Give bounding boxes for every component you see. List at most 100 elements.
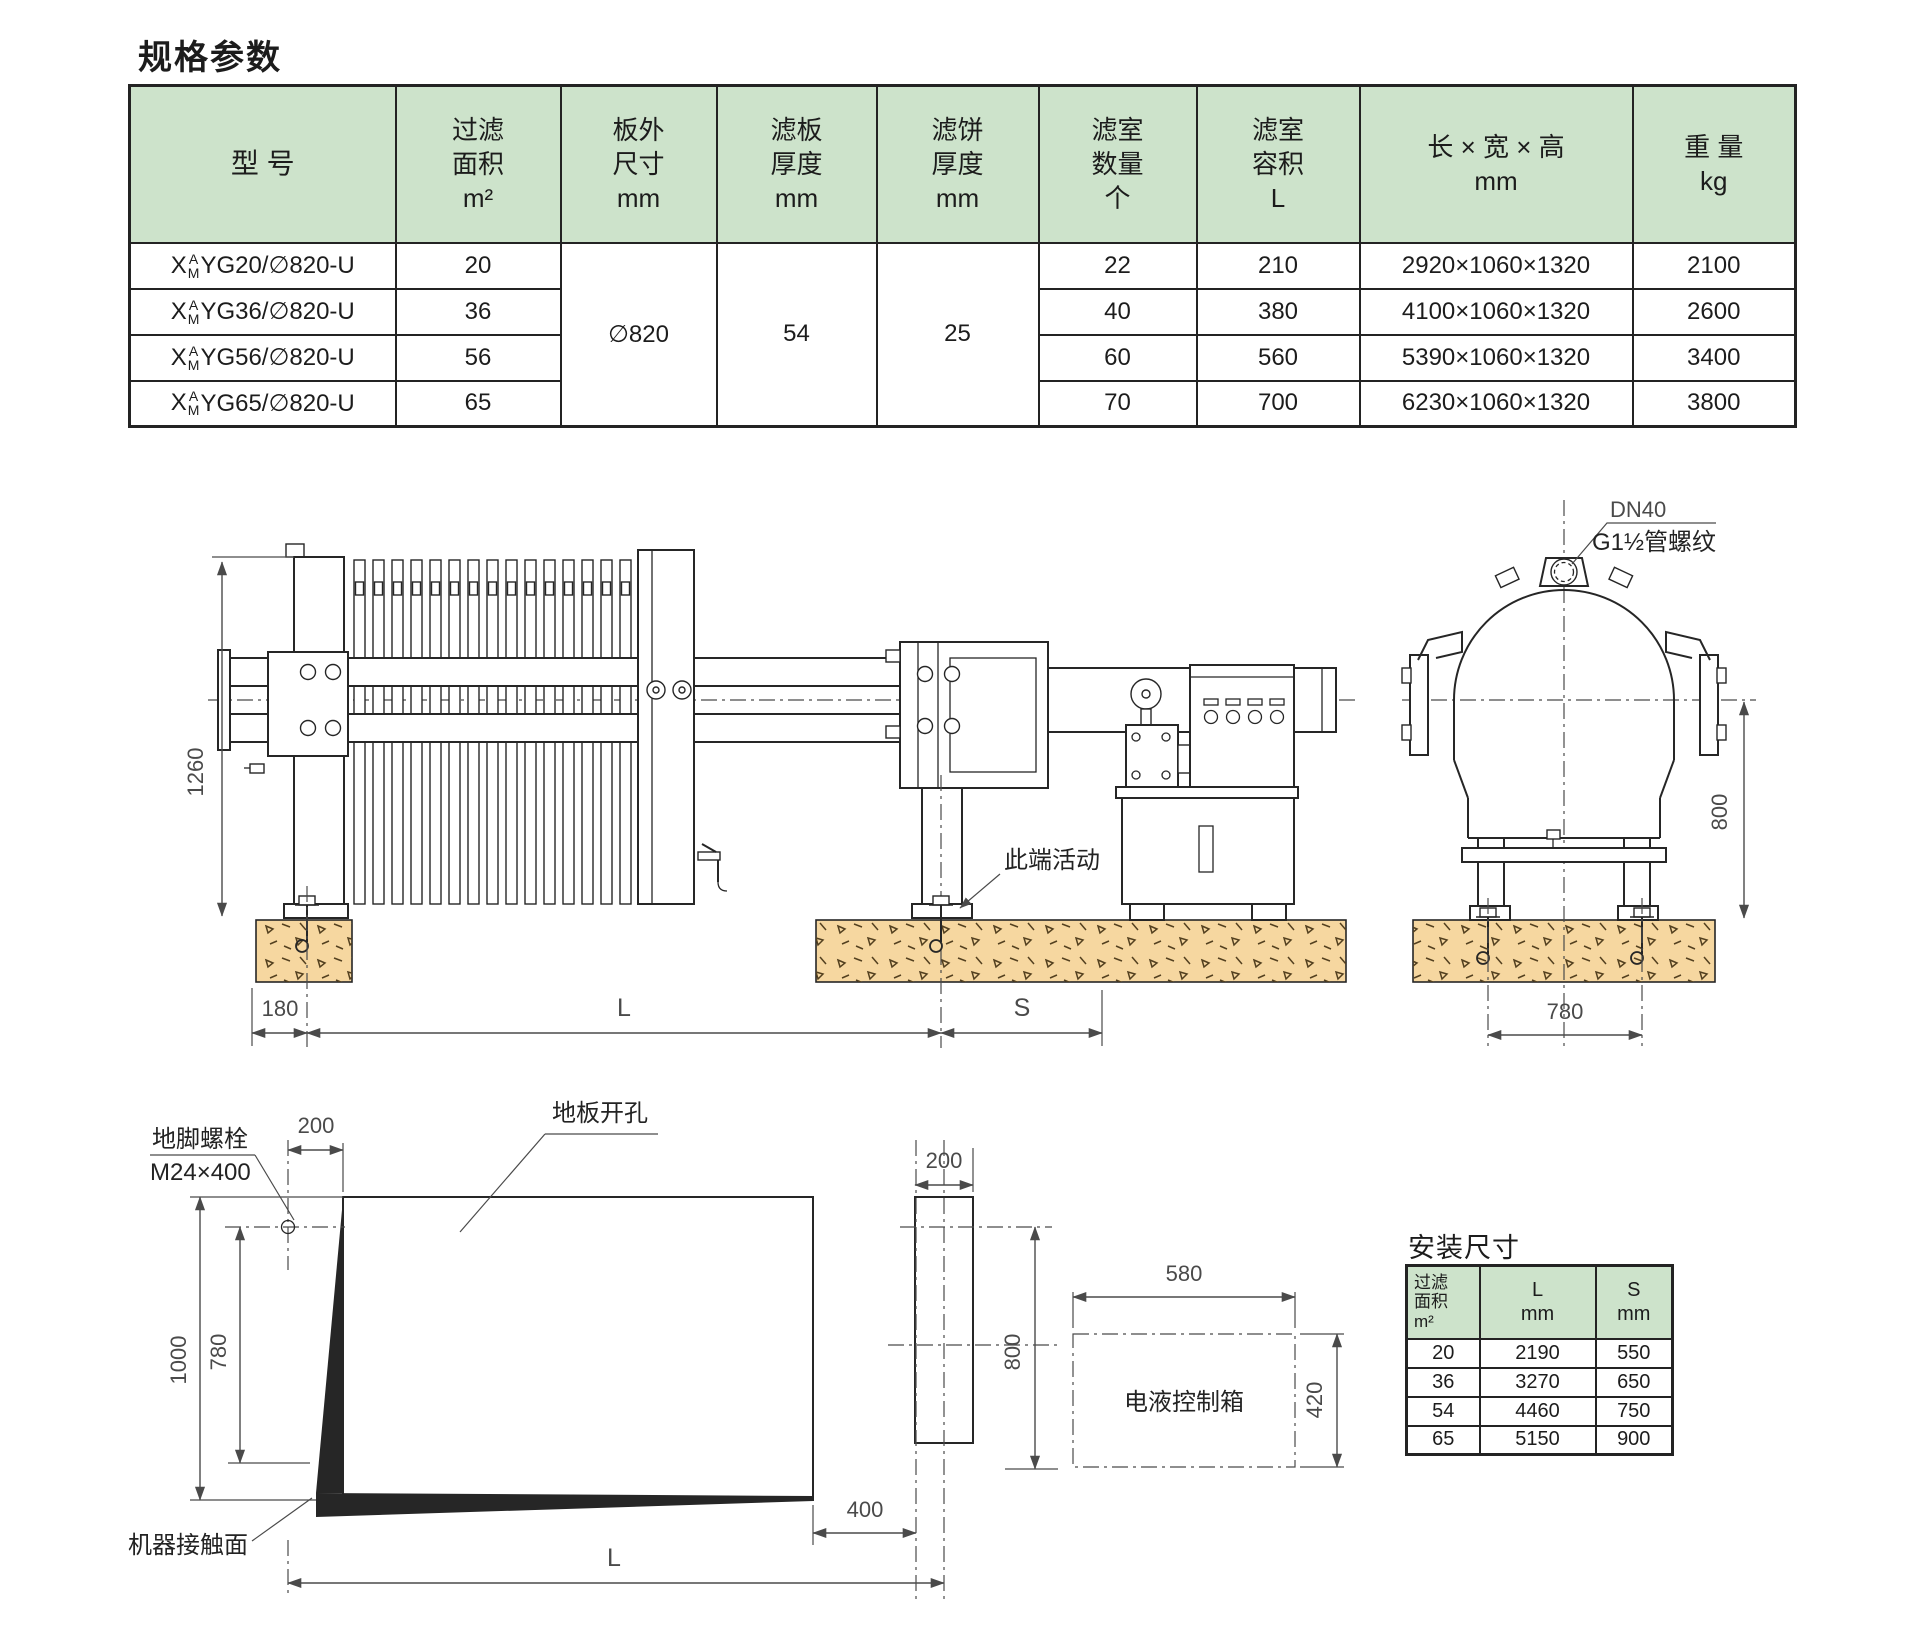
- feed-port: DN40 G1½管螺纹: [1538, 497, 1716, 587]
- dim-1260-label: 1260: [183, 748, 208, 797]
- dim-S-label: S: [1014, 994, 1031, 1022]
- dim-400-label: 400: [847, 1497, 884, 1522]
- dim-200-left-label: 200: [298, 1113, 335, 1138]
- floor-opening-callout: 地板开孔: [459, 1100, 658, 1233]
- dim-780-endview: 780: [1487, 898, 1643, 1046]
- dim-180-L-S: 180 L S: [251, 988, 1103, 1046]
- contact-surface-label: 机器接触面: [128, 1532, 248, 1559]
- contact-wedge-left: [316, 1199, 343, 1493]
- dim-L-plan: L: [287, 1544, 945, 1589]
- lwh-cell: 6230×1060×1320: [1358, 379, 1634, 428]
- chambers-cell: 22: [1037, 241, 1198, 290]
- area-cell: 36: [394, 287, 562, 336]
- dim-1260: 1260: [183, 556, 294, 917]
- dim-780-plan: 780: [206, 1226, 310, 1464]
- area-cell: 54: [1405, 1395, 1481, 1427]
- dim-180-label: 180: [262, 996, 299, 1021]
- port-thread-label: G1½管螺纹: [1592, 529, 1716, 556]
- L-cell: 5150: [1478, 1424, 1597, 1456]
- side-view-drawing: 此端活动: [183, 543, 1356, 1048]
- install-table-title: 安装尺寸: [1408, 1233, 1520, 1263]
- chambers-cell: 70: [1037, 379, 1198, 428]
- col-header-lwh: 长 × 宽 × 高 mm: [1358, 84, 1634, 244]
- L-cell: 4460: [1478, 1395, 1597, 1427]
- col-header-plate-thickness: 滤板 厚度 mm: [715, 84, 878, 244]
- page-title: 规格参数: [138, 39, 282, 77]
- drain-valve-icon: [249, 763, 265, 774]
- side-bar-beam: [217, 649, 1006, 751]
- S-cell: 900: [1594, 1424, 1674, 1456]
- plate-thickness-cell: 54: [715, 241, 878, 428]
- follower-plate: [637, 549, 728, 905]
- L-cell: 2190: [1478, 1337, 1597, 1369]
- col-header-area: 过滤 面积 m²: [394, 84, 562, 244]
- weight-cell: 2600: [1631, 287, 1797, 336]
- chambers-cell: 60: [1037, 333, 1198, 382]
- pressing-head: [885, 641, 1049, 1048]
- S-cell: 750: [1594, 1395, 1674, 1427]
- dim-400: 400: [812, 1497, 917, 1545]
- dim-1000: 1000: [166, 1196, 343, 1501]
- area-cell: 20: [1405, 1337, 1481, 1369]
- dim-800-label: 800: [1707, 794, 1732, 831]
- spec-header-row: 型 号 过滤 面积 m² 板外 尺寸 mm 滤板 厚度 mm 滤饼 厚度 mm …: [128, 84, 1797, 244]
- dim-1000-label: 1000: [166, 1336, 191, 1385]
- area-cell: 65: [394, 379, 562, 428]
- movable-end-note: 此端活动: [959, 847, 1100, 909]
- lwh-cell: 4100×1060×1320: [1358, 287, 1634, 336]
- col-header-plate-od: 板外 尺寸 mm: [559, 84, 718, 244]
- control-cabinet: [1189, 664, 1295, 788]
- volume-cell: 210: [1195, 241, 1361, 290]
- anchor-bolt-label-1: 地脚螺栓: [152, 1126, 248, 1153]
- area-cell: 20: [394, 241, 562, 290]
- side-lug-right: [1665, 630, 1727, 756]
- dim-800-plan-label: 800: [1000, 1334, 1025, 1371]
- S-cell: 550: [1594, 1337, 1674, 1369]
- col-header-L: L mm: [1478, 1264, 1597, 1340]
- control-box-label: 电液控制箱: [1124, 1389, 1244, 1416]
- col-header-area: 过滤 面积 m²: [1405, 1264, 1481, 1340]
- dim-420-label: 420: [1302, 1382, 1327, 1419]
- area-cell: 56: [394, 333, 562, 382]
- install-row: 36 3270 650: [1405, 1366, 1674, 1398]
- contact-surface-callout: 机器接触面: [128, 1497, 313, 1559]
- col-header-S: S mm: [1594, 1264, 1674, 1340]
- dim-L-plan-label: L: [607, 1544, 621, 1572]
- volume-cell: 560: [1195, 333, 1361, 382]
- control-box-rect: [1072, 1333, 1296, 1468]
- dim-800-plan: 800: [1000, 1226, 1058, 1470]
- install-row: 65 5150 900: [1405, 1424, 1674, 1456]
- weight-cell: 3800: [1631, 379, 1797, 428]
- install-header-row: 过滤 面积 m² L mm S mm: [1405, 1264, 1674, 1340]
- floor-plan-drawing: 地脚螺栓 M24×400 200 地板开孔: [128, 1100, 1344, 1600]
- chambers-cell: 40: [1037, 287, 1198, 336]
- area-cell: 65: [1405, 1424, 1481, 1456]
- floor-opening-rect: [342, 1196, 814, 1501]
- col-header-chambers: 滤室 数量 个: [1037, 84, 1198, 244]
- dim-L-label: L: [617, 994, 631, 1022]
- weight-cell: 3400: [1631, 333, 1797, 382]
- ground-foundation: [255, 919, 1716, 983]
- side-lug-left: [1401, 630, 1463, 756]
- col-header-volume: 滤室 容积 L: [1195, 84, 1361, 244]
- install-table: 过滤 面积 m² L mm S mm 20 2190 550 36 3270 6…: [1405, 1264, 1674, 1456]
- contact-wedge-bottom: [316, 1493, 813, 1517]
- col-header-weight: 重 量 kg: [1631, 84, 1797, 244]
- dim-780-plan-label: 780: [206, 1334, 231, 1371]
- end-view-drawing: DN40 G1½管螺纹 780 800: [1401, 497, 1756, 1048]
- plate-end-outline: [1453, 566, 1675, 851]
- install-row: 20 2190 550: [1405, 1337, 1674, 1369]
- fixed-end-head: [244, 543, 349, 919]
- lwh-cell: 5390×1060×1320: [1358, 333, 1634, 382]
- dim-800-endview: 800: [1707, 701, 1750, 919]
